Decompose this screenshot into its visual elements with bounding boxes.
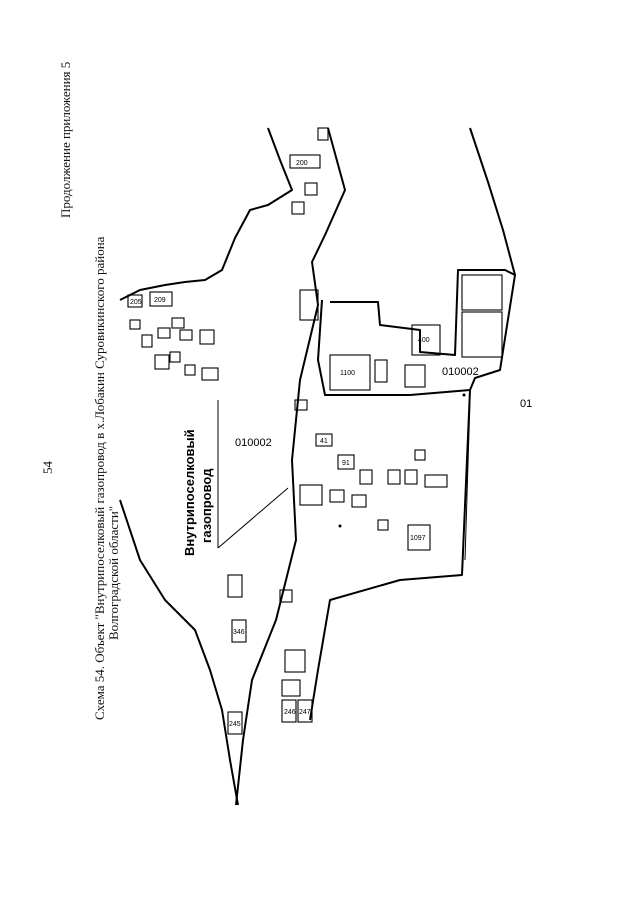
lot-number: 205 (130, 299, 142, 306)
building (317, 127, 329, 141)
building (291, 201, 305, 215)
building (169, 351, 181, 363)
cadastral-label: 010002 (235, 437, 272, 449)
lot-number: 400 (418, 337, 430, 344)
building (179, 329, 193, 341)
building (299, 484, 323, 506)
building (414, 449, 426, 461)
building (299, 289, 319, 321)
lot-91 (337, 454, 355, 470)
building (404, 364, 426, 388)
lot-200 (289, 154, 321, 169)
lot-205 (127, 294, 143, 308)
building (294, 399, 308, 411)
building (424, 474, 448, 488)
building (374, 359, 388, 383)
cadastral-label: 01 (520, 398, 532, 410)
building (284, 649, 306, 673)
lot-number: 1100 (340, 370, 355, 377)
building (359, 469, 373, 485)
lot-number: 245 (229, 721, 241, 728)
building (129, 319, 141, 330)
building (404, 469, 418, 485)
outer-road (469, 127, 516, 276)
inner-boundary (317, 299, 471, 396)
lot-number: 346 (233, 629, 245, 636)
street (464, 399, 471, 561)
lot-number: 209 (154, 297, 166, 304)
building (304, 182, 318, 196)
building (201, 367, 219, 381)
cadastral-label: 010002 (442, 366, 479, 378)
point-marker (338, 524, 342, 528)
lot-block (461, 311, 503, 358)
point-marker (462, 393, 466, 397)
map-label-line-1: Внутрипоселковый (182, 429, 197, 556)
building (387, 469, 401, 485)
lot-346 (231, 619, 247, 643)
lot-number: 1097 (410, 535, 426, 542)
building (171, 317, 185, 329)
building (199, 329, 215, 345)
lot-number: 247 (299, 709, 311, 716)
lot-block (461, 274, 503, 311)
building (377, 519, 389, 531)
lot-number: 91 (342, 460, 350, 467)
lot-number: 200 (296, 160, 308, 167)
building (184, 364, 196, 376)
lot-247 (297, 699, 313, 723)
label-leader (217, 487, 289, 549)
lot-1100 (329, 354, 371, 391)
lot-245 (227, 711, 243, 735)
building (351, 494, 367, 508)
lot-1097 (407, 524, 431, 551)
building (227, 574, 243, 598)
building (141, 334, 153, 348)
lot-number: 246 (284, 709, 296, 716)
river-bank-south (119, 499, 239, 806)
lot-41 (315, 433, 333, 447)
building (279, 589, 293, 603)
lot-246 (281, 699, 297, 723)
lot-400 (411, 324, 441, 356)
building (329, 489, 345, 503)
building (281, 679, 301, 697)
building (154, 354, 170, 370)
lot-number: 41 (320, 438, 328, 445)
lot-209 (149, 291, 173, 307)
road-west (235, 127, 346, 806)
river-bank-north (119, 127, 293, 301)
building (157, 327, 171, 339)
map-label-line-2: газопровод (199, 468, 214, 543)
